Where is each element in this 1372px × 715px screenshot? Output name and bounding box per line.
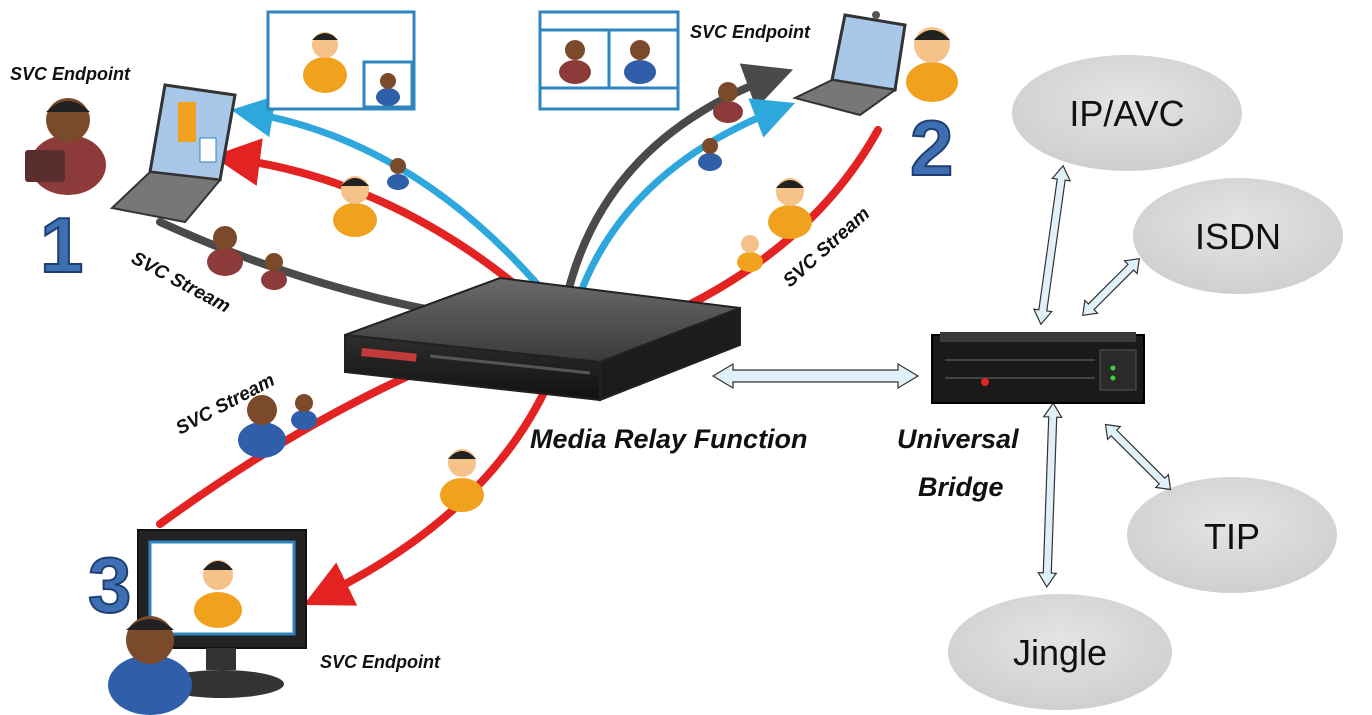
endpoint-number: 1 xyxy=(40,201,83,289)
media-relay-label: Media Relay Function xyxy=(530,424,808,454)
person-icon xyxy=(698,138,722,171)
endpoint-number: 2 xyxy=(910,104,953,192)
endpoint-2: SVC Endpoint 2 SVC Stream xyxy=(690,11,958,292)
person-icon xyxy=(376,73,400,106)
person-icon xyxy=(624,40,656,84)
protocol-label: ISDN xyxy=(1195,216,1281,257)
bridge-label-line1: Universal xyxy=(897,424,1019,454)
protocol-ip-avc: IP/AVC xyxy=(1012,55,1242,171)
person-icon xyxy=(768,178,812,239)
person-icon xyxy=(108,616,192,715)
person-icon xyxy=(737,235,763,272)
protocol-label: Jingle xyxy=(1013,632,1107,673)
person-icon xyxy=(387,158,409,190)
person-icon xyxy=(25,98,106,195)
protocol-tip: TIP xyxy=(1127,477,1337,593)
stream-relay-to-ep1-blue xyxy=(231,95,559,309)
protocol-isdn: ISDN xyxy=(1133,178,1343,294)
person-icon xyxy=(291,394,317,430)
media-relay-device xyxy=(344,276,741,402)
bridge-tip-link xyxy=(1104,423,1172,491)
endpoint-3: 3 SVC Endpoint SVC Stream xyxy=(87,370,484,715)
person-icon xyxy=(194,560,242,628)
protocol-label: IP/AVC xyxy=(1069,93,1184,134)
layout-thumbnail-ep1 xyxy=(266,10,416,111)
protocol-jingle: Jingle xyxy=(948,594,1172,710)
person-icon xyxy=(207,226,243,276)
person-icon xyxy=(333,176,377,237)
layout-thumbnail-ep2 xyxy=(538,10,680,111)
bridge-jingle-link xyxy=(1037,401,1063,589)
laptop-icon xyxy=(109,83,237,224)
ellipse-shape xyxy=(948,594,1172,710)
relay-bridge-link xyxy=(711,362,920,390)
bridge-label-line2: Bridge xyxy=(918,472,1004,502)
endpoint-label: SVC Endpoint xyxy=(690,22,811,42)
ellipse-shape xyxy=(1127,477,1337,593)
endpoint-label: SVC Endpoint xyxy=(320,652,441,672)
ellipse-shape xyxy=(1012,55,1242,171)
protocol-label: TIP xyxy=(1204,516,1260,557)
bridge-ipavc-link xyxy=(1032,164,1072,326)
stream-relay-to-ep2-blue xyxy=(571,98,796,312)
person-icon xyxy=(303,32,347,93)
stream-relay-to-ep1 xyxy=(212,138,549,314)
person-icon xyxy=(906,27,958,102)
person-icon xyxy=(261,253,287,290)
person-icon xyxy=(440,449,484,512)
bridge-isdn-link xyxy=(1082,258,1140,316)
endpoint-number: 3 xyxy=(88,541,131,629)
person-icon xyxy=(713,82,743,123)
laptop-icon xyxy=(792,11,907,117)
person-icon xyxy=(559,40,591,84)
bridge-links xyxy=(711,164,1172,589)
person-icon xyxy=(238,395,286,458)
universal-bridge-device xyxy=(931,332,1145,404)
ellipse-shape xyxy=(1133,178,1343,294)
endpoint-label: SVC Endpoint xyxy=(10,64,131,84)
